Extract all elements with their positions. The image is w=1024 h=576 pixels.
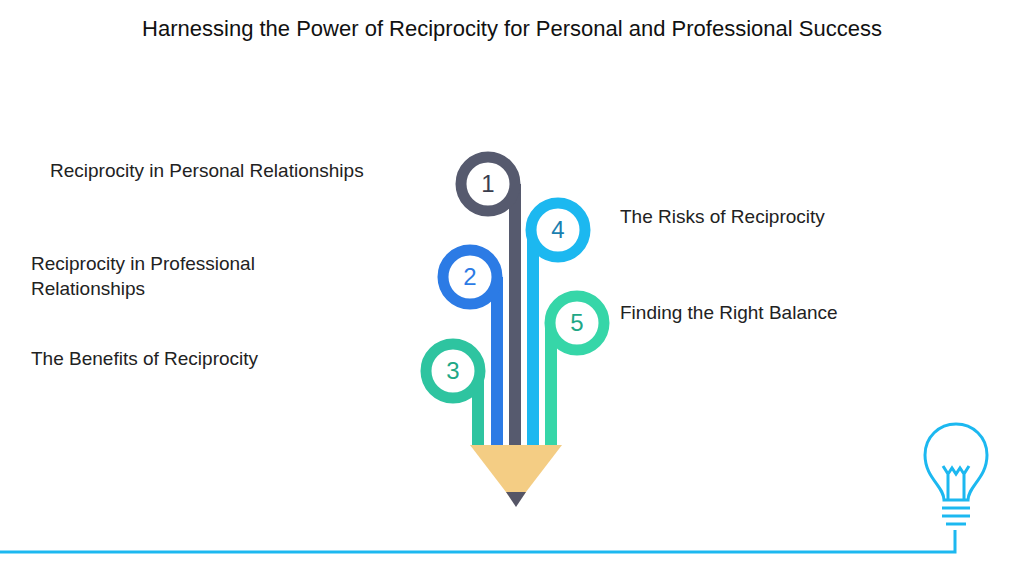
strand	[527, 230, 539, 445]
ring	[531, 203, 585, 257]
number-circle: 4	[536, 208, 580, 252]
number-circle: 1	[466, 162, 510, 206]
bulb-icon	[925, 424, 987, 524]
ring	[550, 296, 604, 350]
item-label: Reciprocity in Personal Relationships	[50, 158, 430, 183]
item-label: Finding the Right Balance	[620, 300, 1010, 325]
strand	[491, 277, 503, 445]
callout-number: 1	[481, 172, 494, 196]
callout-number: 3	[446, 359, 459, 383]
strand	[509, 184, 521, 445]
callout-number: 2	[463, 265, 476, 289]
number-circle: 2	[448, 255, 492, 299]
ring	[443, 250, 497, 304]
item-label: Reciprocity in Professional Relationship…	[31, 251, 306, 301]
ring	[426, 344, 480, 398]
ring	[461, 157, 515, 211]
base-line	[0, 530, 955, 552]
number-circle: 5	[555, 301, 599, 345]
pencil-lead	[506, 492, 526, 507]
item-label: The Risks of Reciprocity	[620, 204, 1010, 229]
diagram-title: Harnessing the Power of Reciprocity for …	[0, 16, 1024, 42]
callout-number: 5	[570, 311, 583, 335]
callout-number: 4	[551, 218, 564, 242]
number-circle: 3	[431, 349, 475, 393]
item-label: The Benefits of Reciprocity	[31, 346, 411, 371]
